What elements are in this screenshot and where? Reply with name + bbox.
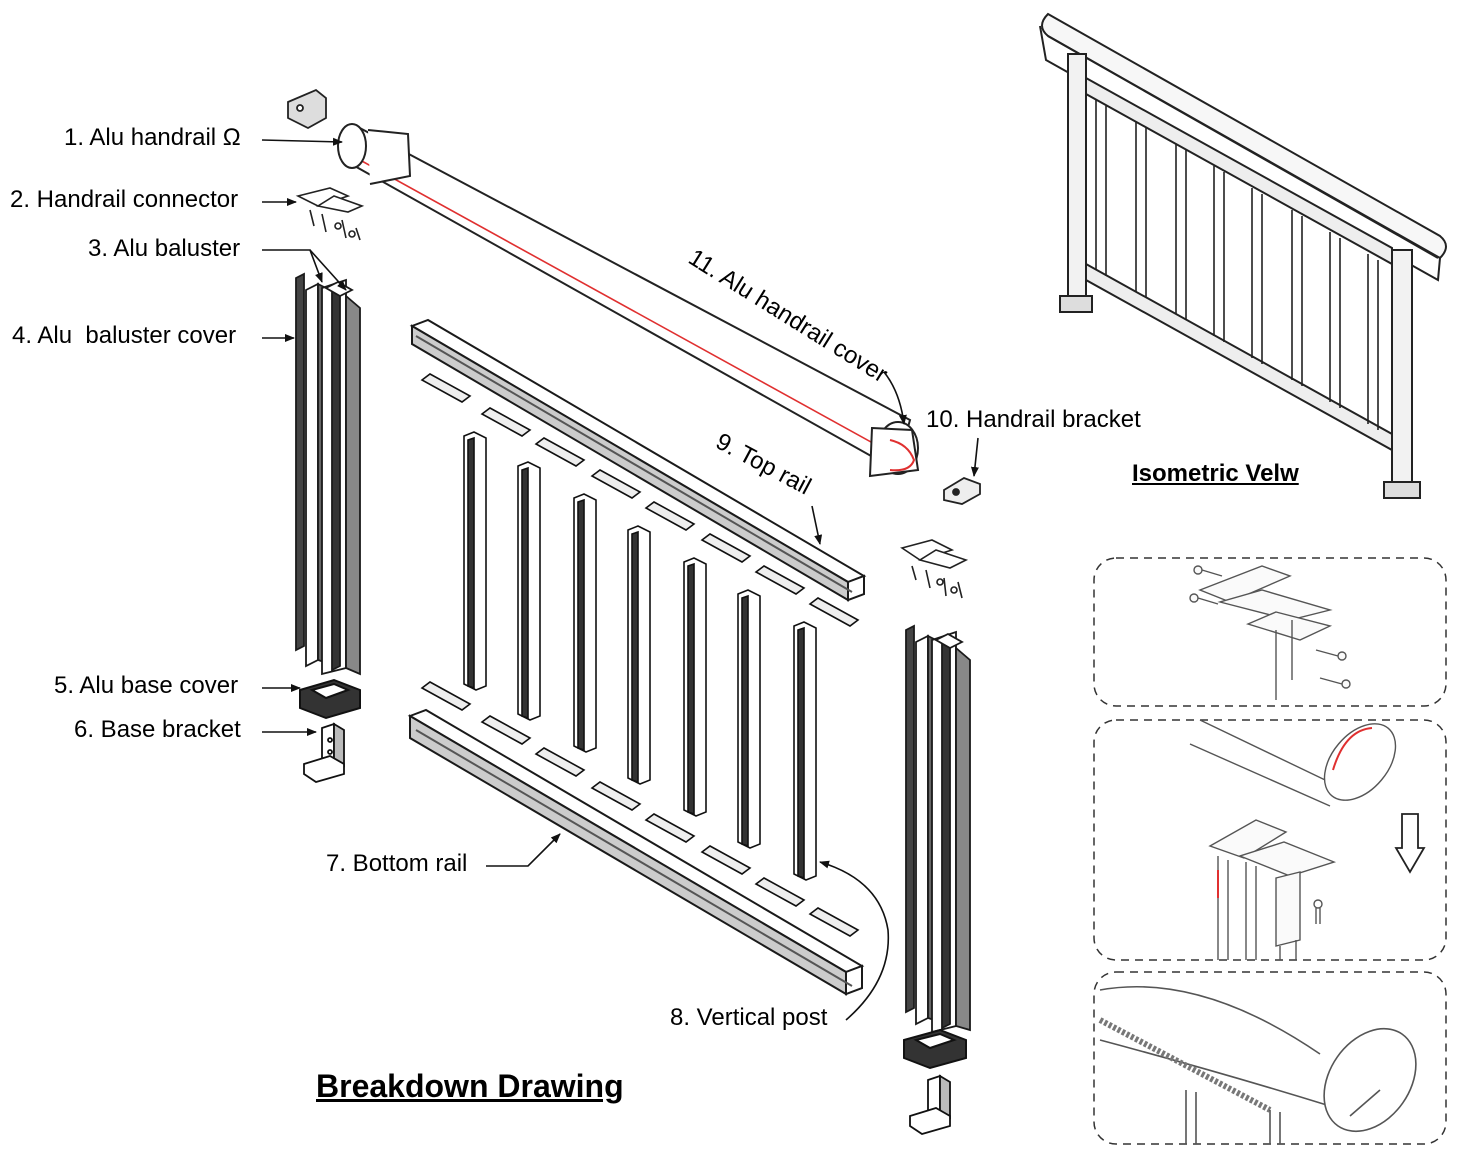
label-alu-baluster: 3. Alu baluster — [88, 235, 241, 262]
right-base-bracket — [909, 1074, 951, 1135]
label-vertical-post: 8. Vertical post — [670, 1004, 828, 1031]
right-post — [905, 624, 971, 1034]
isometric-view — [1039, 12, 1447, 499]
handrail-bracket-top — [287, 88, 327, 130]
bottom-rail-inserts — [420, 681, 860, 937]
left-post — [295, 272, 361, 676]
detail-panel-assembly — [1093, 719, 1447, 961]
left-base-cover — [299, 678, 361, 720]
right-base-cover — [903, 1028, 967, 1070]
label-alu-base-cover: 5. Alu base cover — [54, 672, 239, 699]
top-rail-inserts — [420, 373, 860, 627]
handrail-connector-left — [295, 187, 365, 241]
top-rail — [409, 318, 867, 602]
title-isometric-view: Isometric Velw — [1132, 460, 1299, 487]
handrail-bracket-right — [943, 477, 981, 505]
detail-panel-connector — [1093, 557, 1447, 707]
left-base-bracket — [303, 722, 345, 783]
title-breakdown-drawing: Breakdown Drawing — [316, 1068, 624, 1104]
label-alu-baluster-cover: 4. Alu baluster cover — [12, 322, 237, 349]
label-handrail-bracket: 10. Handrail bracket — [926, 406, 1141, 433]
detail-panel-closeup — [1093, 971, 1447, 1145]
handrail-connector-right — [900, 539, 969, 599]
balusters — [463, 431, 817, 881]
label-handrail-connector: 2. Handrail connector — [10, 186, 239, 213]
alu-handrail — [337, 123, 920, 478]
bottom-rail — [407, 708, 865, 996]
label-bottom-rail: 7. Bottom rail — [326, 850, 468, 877]
leader-lines — [261, 137, 979, 1021]
label-base-bracket: 6. Base bracket — [74, 716, 241, 743]
label-alu-handrail: 1. Alu handrail Ω — [64, 124, 241, 151]
